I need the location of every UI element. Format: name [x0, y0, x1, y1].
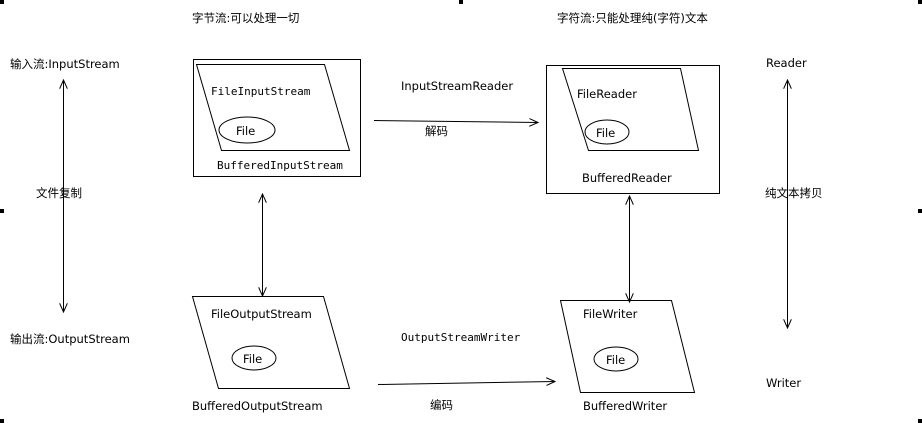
buffered-writer-label: BufferedWriter	[583, 399, 668, 413]
input-stream-reader-label: InputStreamReader	[401, 79, 514, 93]
file-input-stream-label: FileInputStream	[211, 85, 311, 98]
decode-label: 解码	[425, 124, 448, 138]
input-file-ellipse	[218, 116, 276, 144]
decode-arrow	[373, 121, 538, 123]
char-stream-title: 字符流:只能处理纯(字符)文本	[557, 11, 708, 25]
output-stream-label: 输出流:OutputStream	[10, 332, 130, 346]
buffered-input-stream-label: BufferedInputStream	[217, 159, 343, 172]
file-output-stream-shape	[191, 296, 351, 389]
output-file-label: File	[243, 352, 263, 366]
buffered-input-stream-box	[193, 59, 361, 177]
file-writer-shape	[559, 300, 696, 393]
reader-file-ellipse	[584, 119, 630, 145]
input-file-label: File	[236, 124, 256, 138]
encode-label: 编码	[430, 398, 453, 412]
byte-stream-title: 字节流:可以处理一切	[192, 11, 300, 25]
encode-arrow	[377, 382, 555, 385]
buffered-reader-label: BufferedReader	[582, 171, 672, 185]
file-output-stream-label: FileOutputStream	[211, 307, 312, 321]
writer-file-label: File	[606, 353, 626, 367]
buffered-reader-box	[546, 65, 720, 194]
file-reader-label: FileReader	[577, 87, 637, 101]
file-writer-label: FileWriter	[583, 307, 638, 321]
reader-label: Reader	[766, 56, 807, 70]
file-input-stream-shape	[195, 64, 351, 151]
reader-file-label: File	[596, 126, 616, 140]
file-reader-shape	[561, 68, 700, 151]
file-copy-label: 文件复制	[36, 186, 82, 200]
writer-label: Writer	[766, 376, 802, 390]
output-file-ellipse	[231, 345, 277, 371]
plain-text-copy-label: 纯文本拷贝	[765, 186, 823, 200]
writer-file-ellipse	[593, 346, 639, 372]
buffered-output-stream-label: BufferedOutputStream	[192, 399, 323, 413]
input-stream-label: 输入流:InputStream	[10, 57, 120, 71]
output-stream-writer-label: OutputStreamWriter	[401, 331, 521, 344]
